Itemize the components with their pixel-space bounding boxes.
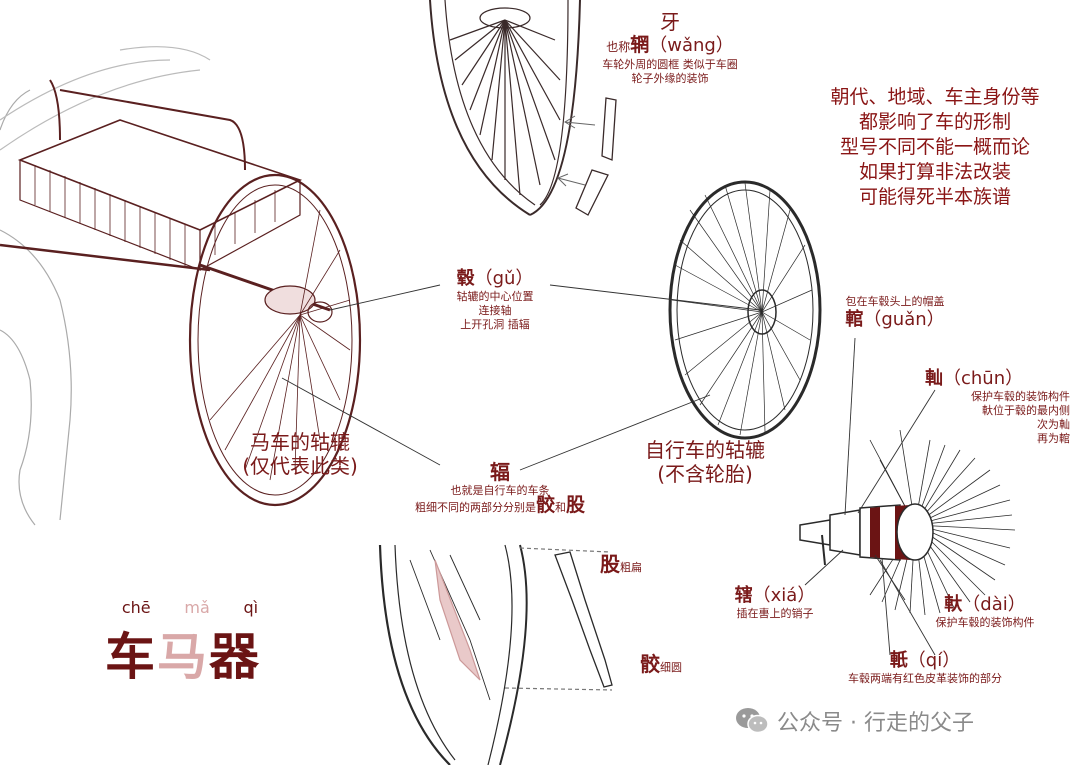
gu-label: 毂（gǔ） 轱辘的中心位置 连接轴 上开孔洞 插辐 [420, 268, 570, 332]
dai-pinyin: （dài） [962, 594, 1026, 615]
bike-wheel-label: 自行车的轱辘 (不含轮胎) [615, 438, 795, 486]
note-line-1: 朝代、地域、车主身份等 [830, 86, 1040, 108]
ya-alias-prefix: 也称 [606, 40, 631, 54]
fu-desc-2: 粗细不同的两部分分别是骹和股 [370, 496, 630, 515]
ya-alias-char: 辋 [630, 34, 650, 56]
gu-name: 毂 [456, 268, 475, 289]
fu-desc-2-and: 和 [555, 501, 566, 514]
spoke-detail-illustration [378, 544, 613, 765]
dai-name: 軑 [944, 594, 963, 615]
watermark-text: 公众号 · 行走的父子 [777, 711, 974, 736]
title-hanzi-1: 车 [105, 628, 157, 686]
note-line-4: 如果打算非法改装 [858, 161, 1011, 183]
bike-wheel-line-1: 自行车的轱辘 [645, 438, 765, 462]
fu-desc-2-gu: 股 [566, 494, 586, 516]
ya-name: 牙 [660, 10, 680, 34]
ya-alias: 也称辋（wǎng） [560, 34, 780, 58]
chun-pinyin: （chūn） [943, 368, 1024, 389]
note-block: 朝代、地域、车主身份等 都影响了车的形制 型号不同不能一概而论 如果打算非法改装… [800, 85, 1070, 210]
leader-lines [281, 284, 936, 656]
xia-desc: 插在軎上的销子 [736, 607, 814, 620]
dai-desc: 保护车毂的装饰构件 [935, 616, 1035, 629]
qi-pinyin: （qí） [907, 650, 961, 671]
fu-desc-1: 也就是自行车的车条 [450, 484, 550, 497]
chun-desc-1: 保护车毂的装饰构件 [971, 390, 1070, 403]
bicycle-wheel-illustration [668, 180, 822, 440]
note-line-3: 型号不同不能一概而论 [839, 136, 1030, 158]
carriage-wheel-line-2: (仅代表此类) [242, 454, 358, 478]
guan-name: 輨 [845, 309, 864, 330]
wechat-icon [736, 708, 769, 734]
felloe-segments [575, 97, 617, 216]
gu-desc-2: 连接轴 [478, 304, 512, 317]
xia-pinyin: （xiá） [752, 585, 816, 606]
carriage-illustration [0, 46, 362, 526]
title-pinyin-2: mǎ [184, 598, 210, 617]
xia-label: 辖（xiá） 插在軎上的销子 [715, 585, 835, 621]
carriage-wheel-line-1: 马车的轱辘 [250, 430, 350, 454]
jiao-name: 骹 [640, 652, 660, 676]
title-pinyin-row: chē mǎ qì [105, 598, 275, 617]
qi-title: 軝（qí） [815, 650, 1035, 672]
note-line-5: 可能得死半本族谱 [858, 186, 1011, 208]
ya-label: 牙 也称辋（wǎng） 车轮外周的圆框 类似于车圈 轮子外缘的装饰 [560, 10, 780, 86]
gu-pinyin: （gǔ） [474, 268, 534, 289]
ya-desc-2: 轮子外缘的装饰 [631, 72, 709, 85]
qi-label: 軝（qí） 车毂两端有红色皮革装饰的部分 [815, 650, 1035, 686]
guan-title: 輨（guǎn） [820, 309, 970, 331]
title-hanzi-3: 器 [209, 628, 261, 686]
chun-label: 軕（chūn） 保护车毂的装饰构件 軑位于毂的最内侧 次为軕 再为輨 [925, 368, 1070, 446]
guan-pinyin: （guǎn） [863, 309, 945, 330]
fu-name: 辐 [490, 460, 510, 484]
page-title: chē mǎ qì 车马器 [105, 598, 285, 689]
watermark: 公众号 · 行走的父子 [735, 705, 974, 737]
chun-name: 軕 [925, 368, 943, 389]
jiao-label: 骹细圆 [640, 652, 682, 676]
chun-desc-2: 軑位于毂的最内侧 [982, 404, 1070, 417]
gu-desc-3: 上开孔洞 插辐 [460, 318, 530, 331]
top-wheel-fragment [429, 0, 581, 216]
qi-name: 軝 [889, 650, 908, 671]
gu-title: 毂（gǔ） [420, 268, 570, 290]
carriage-wheel-label: 马车的轱辘 (仅代表此类) [210, 430, 390, 478]
gu-thigh-label: 股粗扁 [600, 552, 642, 576]
chun-title: 軕（chūn） [925, 368, 1070, 390]
xia-title: 辖（xiá） [715, 585, 835, 607]
hub-detail-illustration [799, 429, 1016, 616]
dai-label: 軑（dài） 保护车毂的装饰构件 [910, 594, 1060, 630]
chun-desc-4: 再为輨 [1037, 432, 1070, 445]
fu-desc-2-prefix: 粗细不同的两部分分别是 [414, 501, 536, 514]
guan-pre: 包在车毂头上的帽盖 [845, 295, 945, 308]
title-hanzi-2: 马 [157, 628, 209, 686]
fu-label: 辐 也就是自行车的车条 粗细不同的两部分分别是骹和股 [370, 460, 630, 515]
chun-desc-3: 次为軕 [1037, 418, 1070, 431]
qi-desc: 车毂两端有红色皮革装饰的部分 [848, 672, 1002, 685]
gu-thigh-desc: 粗扁 [620, 561, 642, 574]
gu-thigh-name: 股 [600, 552, 620, 576]
dai-title: 軑（dài） [910, 594, 1060, 616]
title-pinyin-1: chē [121, 598, 151, 617]
bike-wheel-line-2: (不含轮胎) [657, 462, 753, 486]
gu-desc-1: 轱辘的中心位置 [456, 290, 534, 303]
arrow-icon [557, 115, 596, 187]
fu-desc-2-jiao: 骹 [535, 494, 555, 516]
guan-label: 包在车毂头上的帽盖 輨（guǎn） [820, 295, 970, 331]
xia-name: 辖 [734, 585, 753, 606]
ya-desc-1: 车轮外周的圆框 类似于车圈 [602, 58, 738, 71]
title-hanzi-row: 车马器 [105, 617, 285, 689]
title-pinyin-3: qì [243, 598, 259, 617]
jiao-desc: 细圆 [660, 661, 682, 674]
note-line-2: 都影响了车的形制 [858, 111, 1011, 133]
ya-alias-pinyin: （wǎng） [649, 35, 734, 56]
